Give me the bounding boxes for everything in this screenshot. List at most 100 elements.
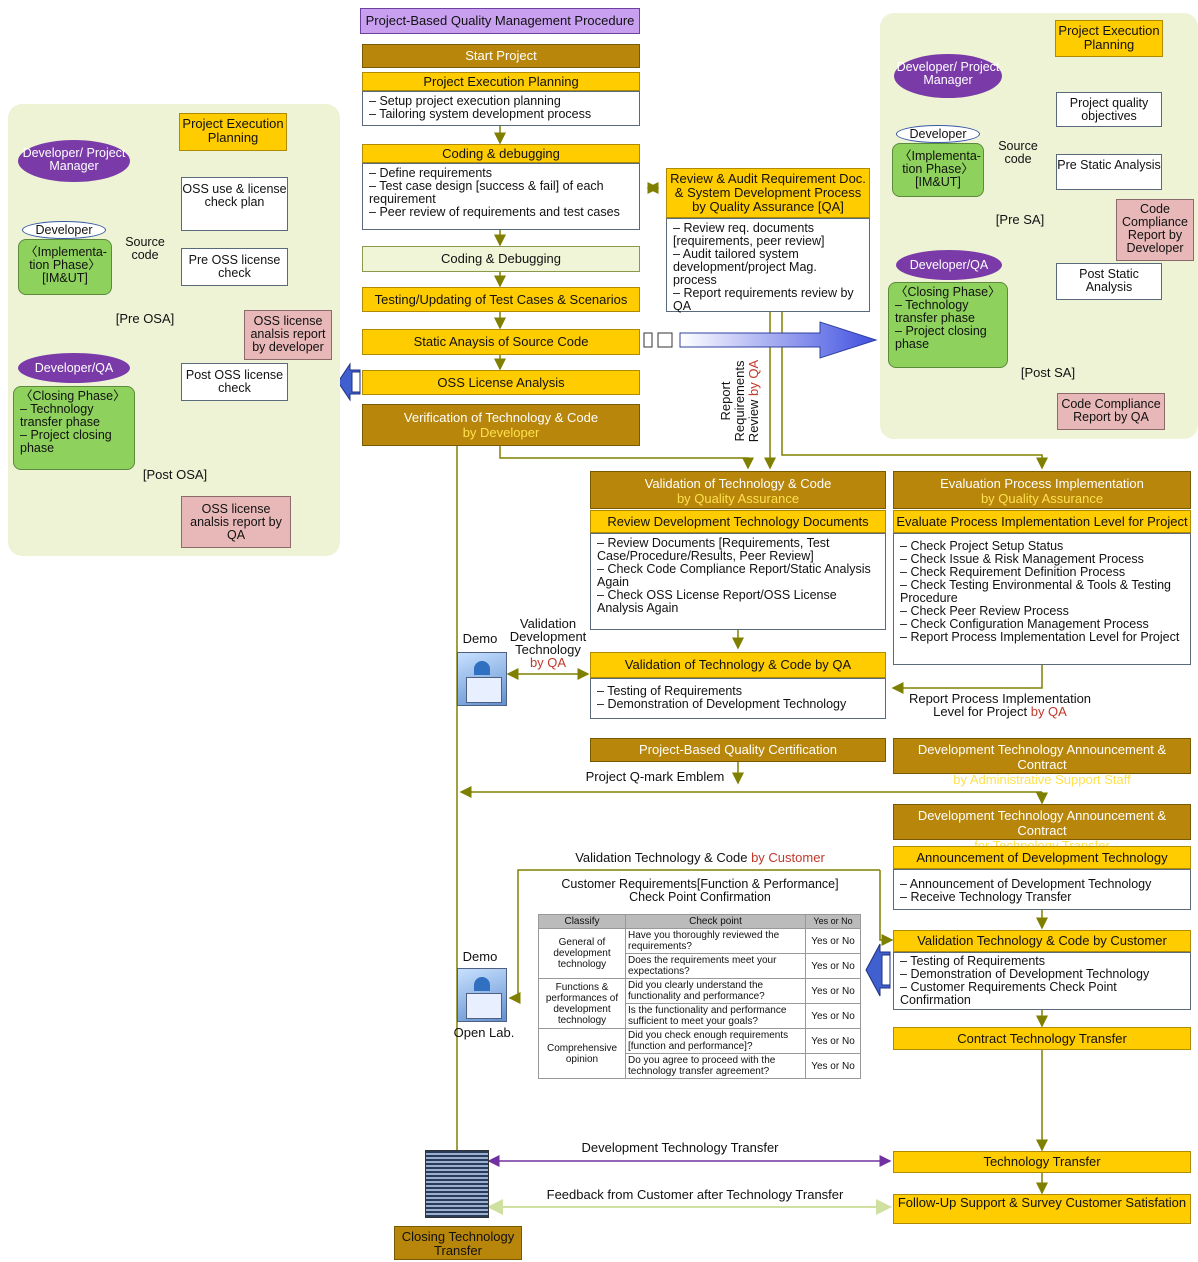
review-docs-header: Review Development Technology Documents: [590, 510, 886, 533]
ccr-qa-box: Code Compliance Report by QA: [1057, 393, 1165, 430]
validation-qa-header: Validation of Technology & Code by Quali…: [590, 471, 886, 509]
oss-license-box: OSS License Analysis: [362, 370, 640, 395]
left-plan-box: Project Execution Planning: [179, 113, 287, 151]
yes-no-cell: Yes or No: [805, 953, 861, 979]
check-point-table: Classify Check point Yes or No General o…: [538, 914, 861, 1079]
announcement-contract-admin: Development Technology Announcement & Co…: [893, 738, 1191, 787]
coding-item: Define requirements: [369, 167, 633, 180]
coding-item: Test case design [success & fail] of eac…: [369, 180, 633, 206]
feedback-label: Feedback from Customer after Technology …: [546, 1187, 844, 1202]
ccr-dev-box: Code Compliance Report by Developer: [1116, 199, 1194, 261]
validation-dev-tech-text: Validation Development Technology: [509, 616, 587, 657]
left-closing-item: Project closing phase: [20, 429, 128, 455]
check-cell: Do you agree to proceed with the technol…: [625, 1053, 806, 1079]
review-docs-item: Check Code Compliance Report/Static Anal…: [597, 563, 879, 589]
classify-cell: Functions & performances of development …: [538, 978, 626, 1029]
post-sa-box: Post Static Analysis: [1056, 263, 1162, 300]
left-closing-item: Technology transfer phase: [20, 403, 128, 429]
plan-item: Tailoring system development process: [369, 108, 633, 121]
right-closing-title: 〈Closing Phase〉: [895, 285, 1001, 299]
open-lab-building-icon: [457, 968, 507, 1022]
static-analysis-box: Static Anaysis of Source Code: [362, 329, 640, 355]
plan-items: Setup project execution planning Tailori…: [362, 91, 640, 126]
yes-no-cell: Yes or No: [805, 1028, 861, 1054]
left-dev-pm-ellipse: Developer/ Project Manager: [18, 140, 130, 182]
col-yes-no: Yes or No: [805, 914, 861, 929]
evaluate-items: Check Project Setup Status Check Issue &…: [893, 533, 1191, 665]
yes-no-cell: Yes or No: [805, 978, 861, 1004]
evaluate-item: Check Requirement Definition Process: [900, 566, 1184, 579]
check-cell: Have you thoroughly reviewed the require…: [625, 928, 806, 954]
left-dev-qa-ellipse: Developer/QA: [18, 353, 130, 383]
closing-transfer-image: [425, 1150, 489, 1218]
testing-box: Testing/Updating of Test Cases & Scenari…: [362, 287, 640, 312]
pre-osa-label: [Pre OSA]: [115, 311, 175, 326]
left-closing-title: 〈Closing Phase〉: [20, 389, 126, 403]
evaluate-item: Report Process Implementation Level for …: [900, 631, 1184, 644]
demo-label-1: Demo: [462, 631, 498, 646]
val-customer-items: Testing of Requirements Demonstration of…: [893, 952, 1191, 1010]
review-docs-items: Review Documents [Requirements, Test Cas…: [590, 533, 886, 630]
val-by-customer-text: Validation Technology & Code: [575, 850, 748, 865]
review-header: Review & Audit Requirement Doc. & System…: [666, 168, 870, 218]
right-developer-ellipse: Developer: [896, 125, 980, 143]
evaluate-item: Check Configuration Management Process: [900, 618, 1184, 631]
dev-transfer-label: Development Technology Transfer: [581, 1140, 779, 1155]
q-mark-emblem-label: Project Q-mark Emblem: [585, 769, 725, 784]
val-by-qa-header: Validation of Technology & Code by QA: [590, 652, 886, 678]
right-closing-phase: 〈Closing Phase〉 Technology transfer phas…: [888, 282, 1008, 368]
post-sa-label: [Post SA]: [1020, 365, 1076, 380]
right-plan-box: Project Execution Planning: [1055, 20, 1163, 57]
plan-item: Setup project execution planning: [369, 95, 633, 108]
left-impl-phase: 〈Implementa- tion Phase〉 [IM&UT]: [18, 239, 112, 295]
right-source-code-label: Source code: [998, 139, 1038, 166]
table-row: Is the functionality and performance suf…: [539, 1003, 861, 1029]
technology-transfer-box: Technology Transfer: [893, 1151, 1191, 1173]
announcement-transfer-title: Development Technology Announcement & Co…: [917, 808, 1167, 838]
demo-building-icon: [457, 652, 507, 706]
validation-dev-tech-label: Validation Development Technology by QA: [506, 617, 590, 669]
evaluate-item: Check Testing Environmental & Tools & Te…: [900, 579, 1184, 605]
report-process-label: Report Process Implementation Level for …: [900, 692, 1100, 718]
val-customer-header: Validation Technology & Code by Customer: [893, 930, 1191, 952]
post-oss-box: Post OSS license check: [181, 363, 288, 401]
pre-sa-box: Pre Static Analysis: [1056, 154, 1162, 190]
right-dev-qa-ellipse: Developer/QA: [896, 250, 1002, 280]
coding-debugging-box: Coding & Debugging: [362, 246, 640, 272]
table-row: Functions & performances of development …: [538, 978, 861, 1029]
validation-qa-sub: by Quality Assurance: [676, 491, 800, 506]
pre-oss-box: Pre OSS license check: [181, 248, 288, 286]
announcement-item: Receive Technology Transfer: [900, 891, 1184, 904]
report-process-text: Report Process Implementation Level for …: [908, 691, 1092, 719]
col-check-point: Check point: [625, 914, 806, 929]
review-item: Audit tailored system development/projec…: [673, 248, 863, 287]
table-row: Comprehensive opinion Did you check enou…: [538, 1028, 861, 1079]
evaluate-level-header: Evaluate Process Implementation Level fo…: [893, 510, 1191, 533]
coding-header: Coding & debugging: [362, 144, 640, 163]
validation-dev-tech-sub: by QA: [529, 655, 567, 670]
coding-items: Define requirements Test case design [su…: [362, 163, 640, 230]
demo-label-2: Demo: [462, 949, 498, 964]
oss-report-dev-box: OSS license analsis report by developer: [244, 310, 332, 360]
announcement-header: Announcement of Development Technology: [893, 846, 1191, 869]
review-docs-item: Check OSS License Report/OSS License Ana…: [597, 589, 879, 615]
right-impl-phase: 〈Implementa- tion Phase〉 [IM&UT]: [892, 143, 984, 197]
table-row: General of development technology Have y…: [538, 928, 861, 979]
announcement-contract-transfer: Development Technology Announcement & Co…: [893, 804, 1191, 853]
left-source-code-label: Source code: [125, 235, 165, 262]
contract-transfer-box: Contract Technology Transfer: [893, 1027, 1191, 1050]
check-cell: Does the requirements meet your expectat…: [625, 953, 806, 979]
quality-objectives-box: Project quality objectives: [1056, 92, 1162, 127]
closing-transfer-box: Closing Technology Transfer: [394, 1226, 522, 1260]
yes-no-cell: Yes or No: [805, 928, 861, 954]
announcement-item: Announcement of Development Technology: [900, 878, 1184, 891]
check-cell: Did you check enough requirements [funct…: [625, 1028, 806, 1054]
oss-report-qa-box: OSS license analsis report by QA: [181, 496, 291, 548]
oss-plan-box: OSS use & license check plan: [181, 177, 288, 231]
right-closing-item: Project closing phase: [895, 325, 1001, 351]
verification-box: Verification of Technology & Code by Dev…: [362, 404, 640, 446]
val-by-customer-sub: by Customer: [751, 850, 825, 865]
post-osa-label: [Post OSA]: [142, 467, 208, 482]
review-items: Review req. documents [requirements, pee…: [666, 218, 870, 313]
evaluation-title: Evaluation Process Implementation: [940, 476, 1144, 491]
